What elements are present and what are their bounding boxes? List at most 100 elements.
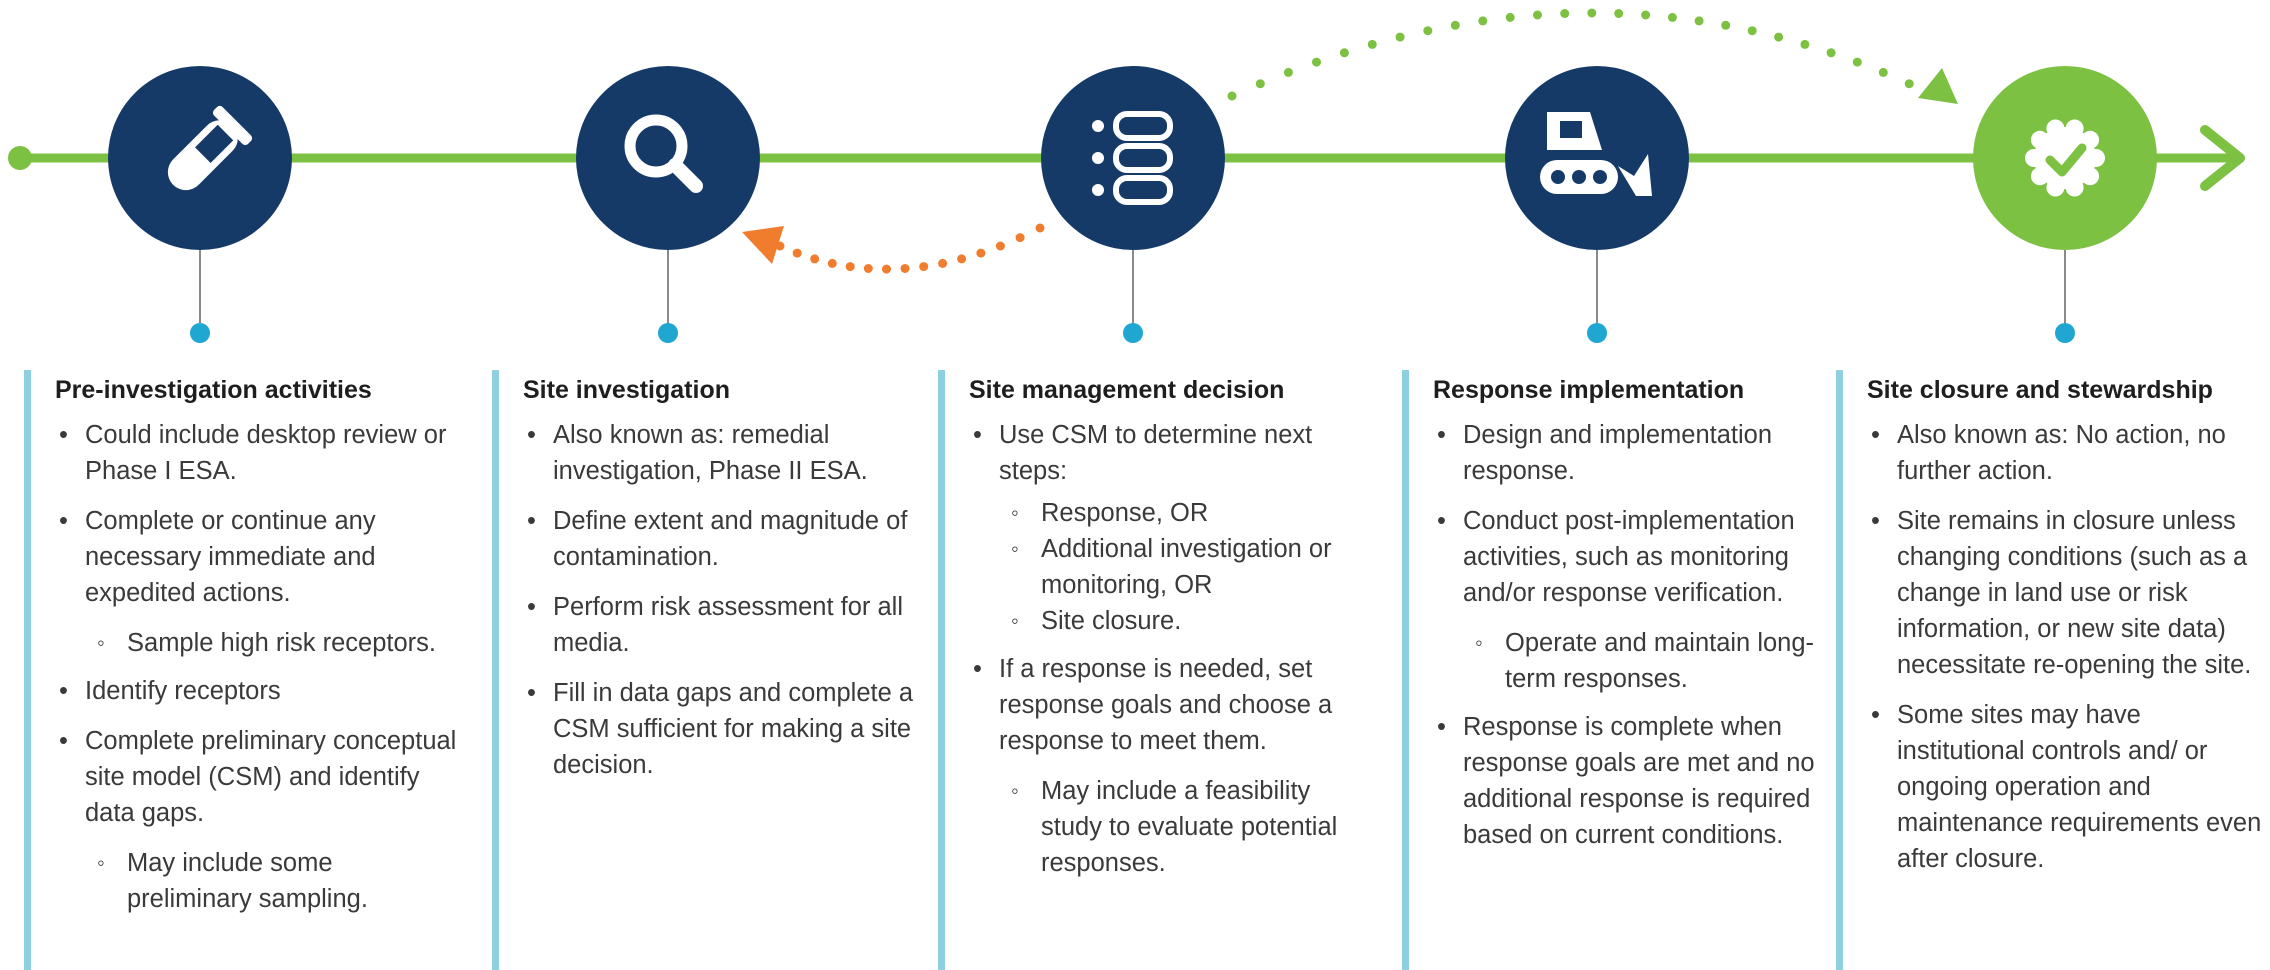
connector-dot: [190, 323, 210, 343]
skip-arrow-dot: [1904, 79, 1914, 89]
skip-arrow-dot: [1505, 12, 1515, 22]
badge-scallop: [2030, 130, 2049, 149]
skip-arrow-head: [1918, 68, 1958, 104]
magnifier-icon: [624, 114, 703, 193]
stage-title: Site management decision: [969, 376, 1285, 404]
list-item: Conduct post-implementation activities, …: [1433, 503, 1842, 611]
list-item: Site remains in closure unless changing …: [1867, 503, 2270, 683]
stage-column: Pre-investigation activities Could inclu…: [24, 370, 464, 970]
return-arrow-dot: [1035, 223, 1045, 233]
connector-dot: [1123, 323, 1143, 343]
stage-list: Also known as: remedial investigation, P…: [523, 417, 932, 783]
stage-column: Site investigation Also known as: remedi…: [492, 370, 932, 970]
return-arrow-dot: [863, 264, 873, 273]
connector-dot: [1587, 323, 1607, 343]
list-item: Define extent and magnitude of contamina…: [523, 503, 932, 575]
skip-arrow-dot: [1852, 57, 1862, 67]
loop-arrows: [742, 8, 1958, 274]
sub-list-item: Additional investigation or monitoring, …: [969, 531, 1378, 603]
sub-list-item: May include a feasibility study to evalu…: [969, 773, 1378, 881]
return-arrow-dot: [882, 264, 891, 274]
list-item: Fill in data gaps and complete a CSM suf…: [523, 675, 932, 783]
bulldozer-icon: [1540, 112, 1652, 196]
skip-arrow-dot: [1747, 26, 1757, 36]
badge-scallop: [2065, 119, 2084, 138]
stage-title: Pre-investigation activities: [55, 376, 372, 404]
stage-icon-pre-investigation: [108, 66, 292, 250]
return-arrow-dot: [938, 258, 948, 268]
badge-scallop: [2087, 149, 2105, 167]
return-arrow-dot: [900, 264, 910, 273]
return-arrow-dot: [792, 248, 802, 258]
list-item: Identify receptors: [55, 673, 464, 709]
skip-arrow-dot: [1255, 79, 1265, 89]
list-item: If a response is needed, set response go…: [969, 651, 1378, 759]
skip-arrow-dot: [1614, 9, 1624, 18]
stage-column: Site closure and stewardship Also known …: [1836, 370, 2270, 970]
sub-list-item: Operate and maintain long-term responses…: [1433, 625, 1842, 697]
sub-list-item: Sample high risk receptors.: [55, 625, 464, 661]
decision-list-icon: [1092, 111, 1173, 205]
list-item: Also known as: remedial investigation, P…: [523, 417, 932, 489]
return-arrow-dot: [919, 262, 929, 272]
sub-list-item: Site closure.: [969, 603, 1378, 639]
list-item: Design and implementation response.: [1433, 417, 1842, 489]
list-item: Perform risk assessment for all media.: [523, 589, 932, 661]
skip-arrow-dot: [1721, 20, 1731, 30]
skip-arrow-dot: [1478, 16, 1488, 26]
return-arrow-dot: [1015, 233, 1025, 243]
stage-icon-site-closure: [1973, 66, 2157, 250]
skip-arrow-dot: [1878, 67, 1888, 77]
return-arrow-dot: [845, 262, 855, 272]
stage-list: Also known as: No action, no further act…: [1867, 417, 2270, 877]
badge-scallop: [2046, 119, 2065, 138]
stage-circle: [1041, 66, 1225, 250]
stage-list: Could include desktop review or Phase I …: [55, 417, 464, 917]
badge-scallop: [2046, 178, 2065, 197]
connector-dot: [2055, 323, 2075, 343]
connectors: [190, 250, 2075, 343]
list-item: Complete or continue any necessary immed…: [55, 503, 464, 611]
return-arrow-dot: [810, 254, 820, 264]
test-tube-icon: [167, 105, 253, 191]
skip-arrow-dot: [1283, 67, 1293, 77]
stage-title: Site closure and stewardship: [1867, 376, 2213, 404]
stage-icon-site-management-decision: [1041, 66, 1225, 250]
skip-arrow-dot: [1641, 10, 1651, 20]
badge-scallop: [2065, 178, 2084, 197]
timeline-arrowhead: [2200, 125, 2245, 191]
stage-title: Site investigation: [523, 376, 730, 404]
sub-list-item: May include some preliminary sampling.: [55, 845, 464, 917]
stage-column: Response implementation Design and imple…: [1402, 370, 1842, 970]
stage-column: Site management decision Use CSM to dete…: [938, 370, 1378, 970]
badge-scallop: [2081, 167, 2100, 186]
return-arrow-dot: [957, 254, 967, 264]
skip-arrow-dot: [1395, 32, 1405, 42]
list-item: Use CSM to determine next steps:: [969, 417, 1378, 489]
list-item: Also known as: No action, no further act…: [1867, 417, 2270, 489]
skip-arrow-dot: [1560, 9, 1570, 18]
stage-list: Design and implementation response. Cond…: [1433, 417, 1842, 853]
skip-arrow-dot: [1667, 12, 1677, 22]
skip-arrow-dot: [1774, 32, 1784, 42]
skip-arrow-dot: [1533, 10, 1542, 20]
badge-scallop: [2030, 167, 2049, 186]
skip-arrow-dot: [1587, 8, 1597, 18]
list-item: Could include desktop review or Phase I …: [55, 417, 464, 489]
return-arrow-dot: [827, 258, 837, 268]
skip-arrow-dot: [1800, 39, 1810, 49]
return-arrow-dot: [976, 248, 986, 258]
list-item: Response is complete when response goals…: [1433, 709, 1842, 853]
skip-arrow-dot: [1367, 39, 1377, 49]
skip-arrow-dot: [1339, 48, 1349, 58]
stage-list: Use CSM to determine next steps: Respons…: [969, 417, 1378, 881]
badge-scallop: [2025, 149, 2043, 167]
badge-scallop: [2081, 130, 2100, 149]
return-arrow-dot: [995, 241, 1005, 251]
stage-icon-response-implementation: [1505, 66, 1689, 250]
badge-core: [2034, 127, 2096, 189]
check-badge-icon: [2025, 119, 2105, 197]
skip-arrow-dot: [1694, 16, 1704, 26]
list-item: Complete preliminary conceptual site mod…: [55, 723, 464, 831]
